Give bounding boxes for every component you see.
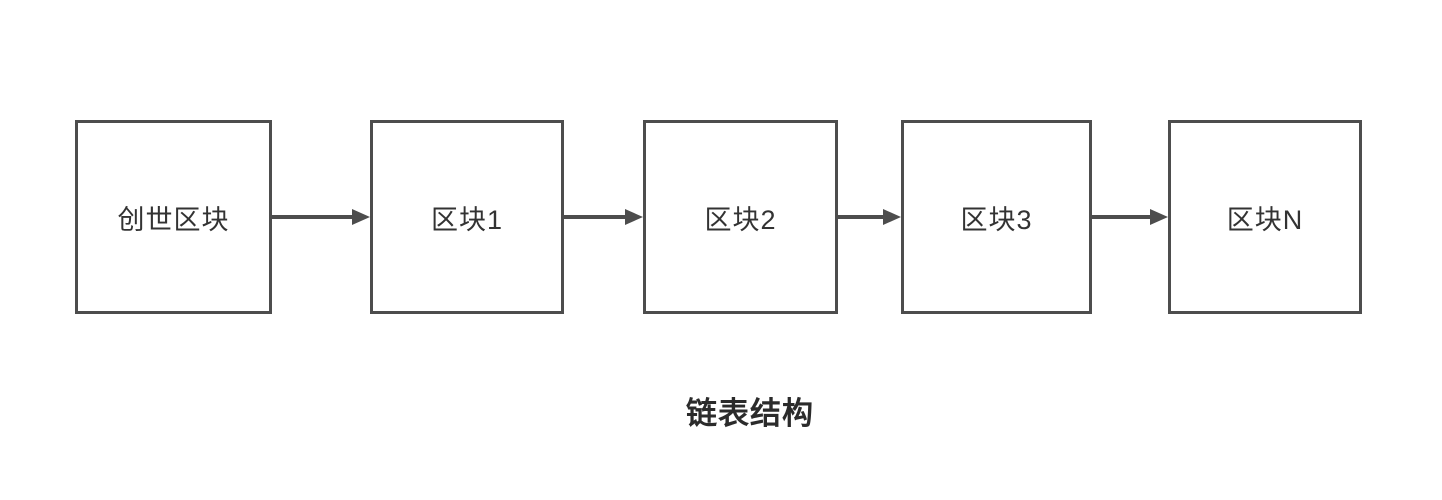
right-arrow-icon [1092,203,1168,231]
node-block-1-label: 区块1 [430,204,504,235]
right-arrow-icon [564,203,643,231]
node-block-2-label: 区块2 [704,204,777,235]
arrow-head [1150,209,1168,225]
node-block-n: 区块N [1168,120,1362,314]
arrow-line [272,215,357,219]
node-genesis-block-label: 创世区块 [117,204,230,235]
arrow-head [625,209,643,225]
diagram-title: 链表结构 [686,396,814,431]
arrow-head [883,209,901,225]
arrow-head [352,209,370,225]
right-arrow-icon [272,203,370,231]
node-block-n-label: 区块N [1226,204,1304,235]
right-arrow-icon [838,203,901,231]
node-genesis-block: 创世区块 [75,120,272,314]
arrow-line [1092,215,1155,219]
arrow-line [564,215,630,219]
node-block-3-label: 区块3 [960,204,1033,235]
node-block-3: 区块3 [901,120,1092,314]
node-block-2: 区块2 [643,120,838,314]
node-block-1: 区块1 [370,120,564,314]
arrow-line [838,215,888,219]
